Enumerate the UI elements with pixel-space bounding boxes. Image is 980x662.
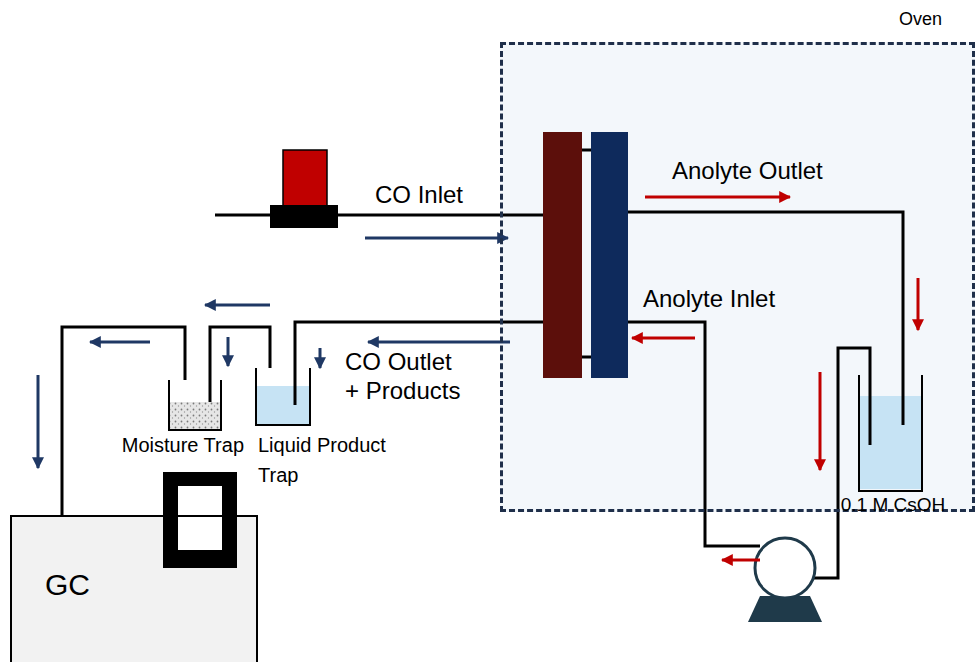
stream-label: Anolyte Outlet	[672, 157, 862, 186]
oven-region: Oven0.1 M CsOH	[500, 42, 975, 512]
pump-outlet-tube	[814, 348, 870, 578]
gas-chromatograph: GC	[10, 515, 258, 662]
stream-label: CO Inlet	[375, 181, 505, 210]
pump-symbol	[755, 538, 815, 598]
mass-flow-controller	[283, 150, 327, 206]
liquid-product-trap: Liquid Product Trap	[255, 368, 311, 426]
co-outlet-tube	[295, 322, 543, 405]
dip-tube	[209, 380, 212, 402]
cell-link	[582, 149, 591, 152]
oven-ground	[500, 42, 975, 512]
pump-base	[748, 596, 822, 622]
moisture-trap: Moisture Trap	[168, 380, 222, 431]
node-label: Oven	[899, 9, 969, 31]
node-label: GC	[45, 567, 135, 603]
controller-base	[270, 205, 338, 228]
node-label: 0.1 M CsOH	[832, 494, 954, 517]
anolyte-outlet-tube	[628, 212, 903, 425]
stream-label: CO Outlet + Products	[345, 348, 467, 406]
trap-liquid	[256, 386, 310, 424]
desiccant	[170, 402, 220, 429]
co-inlet-tube	[215, 214, 543, 217]
node-label: Liquid Product Trap	[258, 430, 398, 490]
gc-detector	[163, 472, 237, 568]
node-label: Moisture Trap	[84, 433, 244, 457]
gas-flow-arrows	[38, 238, 510, 468]
stream-label: Anolyte Inlet	[643, 285, 813, 314]
gas-tube	[210, 327, 270, 380]
gas-tube	[62, 327, 185, 515]
reservoir-liquid	[859, 396, 921, 489]
anode-plate	[591, 132, 628, 378]
cell-link	[582, 356, 591, 359]
anolyte-inlet-tube	[628, 322, 760, 546]
gc-window	[178, 486, 222, 550]
cathode-plate	[543, 132, 582, 378]
electrolyte-reservoir: 0.1 M CsOH	[858, 375, 923, 492]
